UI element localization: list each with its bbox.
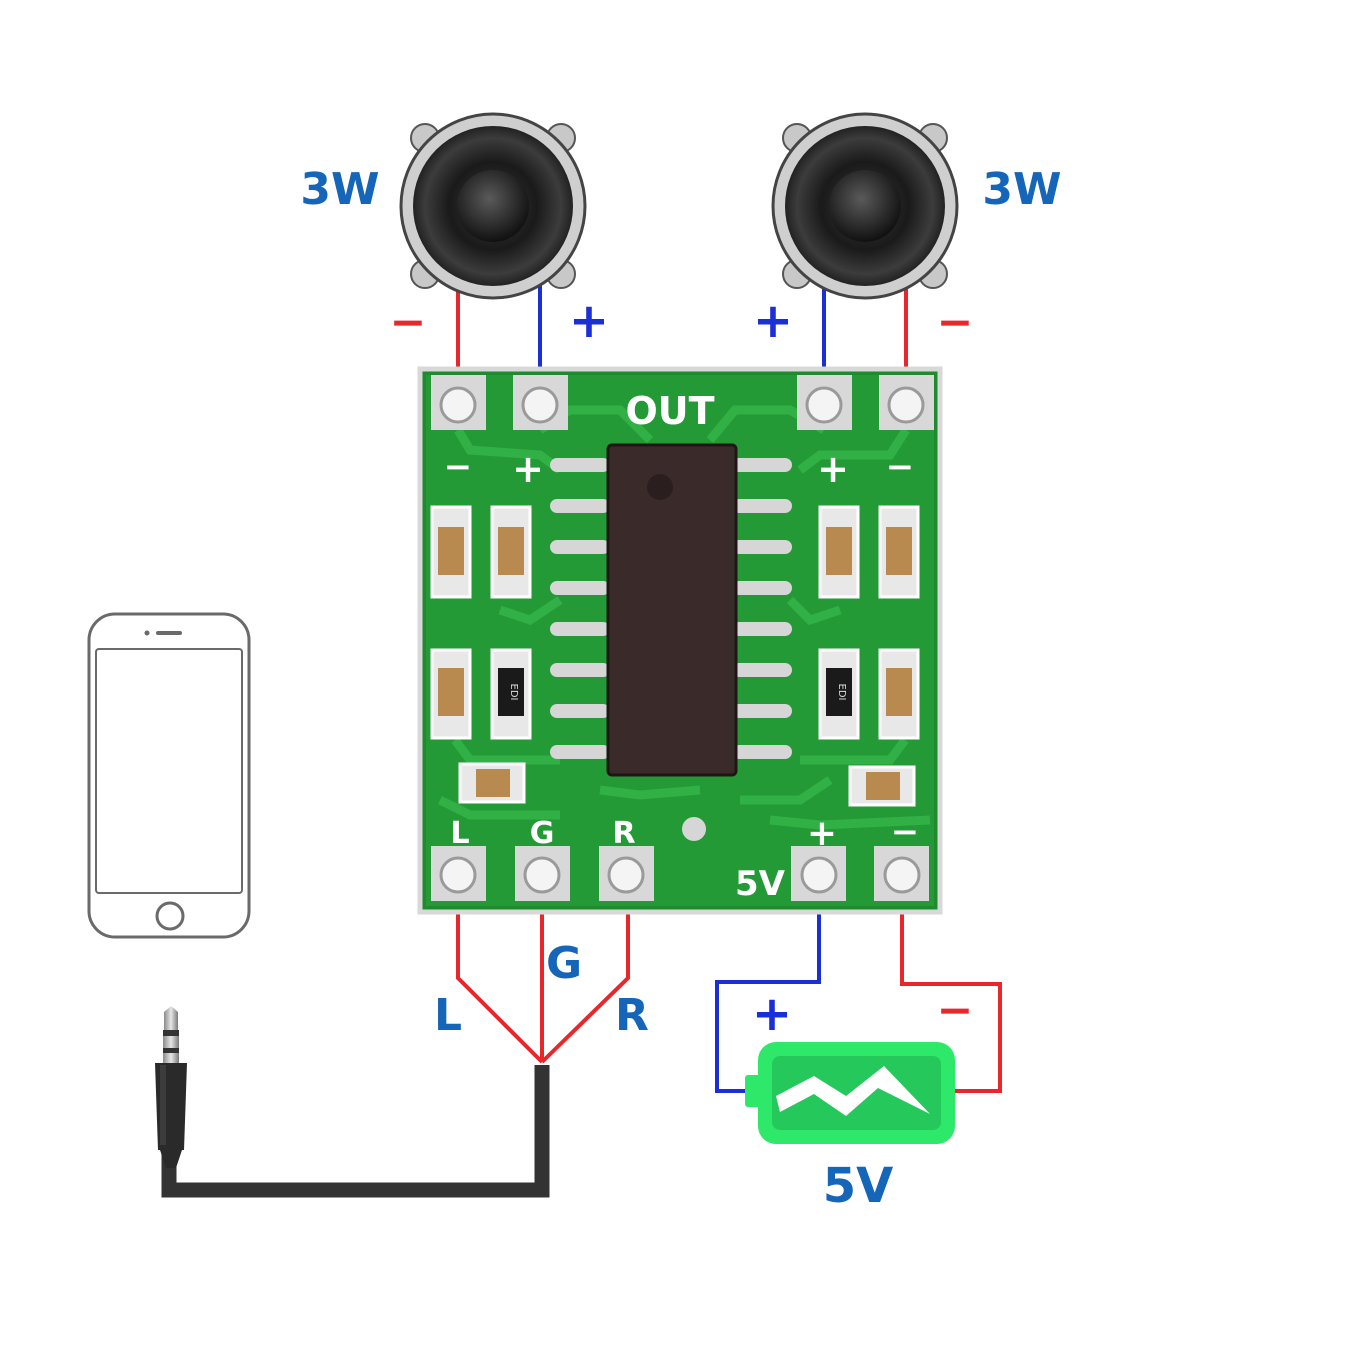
audio-label-g: G [546, 938, 582, 989]
pcb-mount-dot [682, 817, 706, 841]
ic-pin1-dot [647, 474, 673, 500]
pad-input-l [431, 846, 486, 901]
cap-left-1 [430, 505, 472, 599]
resistor-left-code: EDI [508, 684, 519, 701]
audio-label-r: R [615, 990, 649, 1041]
right-speaker [771, 112, 959, 300]
resistor-right: EDI [818, 648, 860, 740]
pad-power-plus [791, 846, 846, 901]
right-speaker-plus-label: + [753, 293, 793, 349]
smartphone [87, 612, 251, 939]
ic-pins [550, 458, 792, 759]
cap-right-2 [878, 505, 920, 599]
battery-voltage-label: 5V [823, 1158, 894, 1214]
battery-icon [745, 1042, 955, 1144]
cap-right-3 [878, 648, 920, 740]
pcb-left-plus: + [512, 447, 544, 491]
pcb-right-minus: − [886, 447, 915, 487]
pcb-left-minus: − [444, 447, 473, 487]
pad-input-g [515, 846, 570, 901]
input-pads [431, 846, 929, 901]
audio-label-l: L [434, 990, 462, 1041]
pcb-input-g: G [530, 816, 555, 851]
pad-right-minus [879, 375, 934, 430]
left-speaker-power-label: 3W [300, 164, 379, 215]
pad-power-minus [874, 846, 929, 901]
amplifier-ic [606, 443, 738, 777]
cap-bottom-right [848, 765, 916, 807]
right-speaker-minus-label: − [937, 297, 974, 348]
pcb-out-label: OUT [625, 389, 714, 433]
amplifier-board: OUT − + + − [417, 366, 943, 915]
pcb-power-label: 5V [735, 864, 786, 904]
smartphone-icon [87, 612, 251, 939]
pcb-right-plus: + [817, 447, 849, 491]
pcb-input-l: L [450, 816, 469, 851]
audio-jack-icon [155, 1006, 187, 1168]
power-negative-wire [900, 875, 1002, 1093]
left-speaker-minus-label: − [390, 297, 427, 348]
battery-plus-label: + [752, 986, 792, 1042]
output-pads [431, 375, 934, 430]
right-speaker-power-label: 3W [982, 164, 1061, 215]
resistor-right-code: EDI [836, 684, 847, 701]
pad-left-plus [513, 375, 568, 430]
left-speaker [399, 112, 587, 300]
left-speaker-icon [399, 112, 587, 300]
cap-left-3 [430, 648, 472, 740]
smd-components: EDI EDI [430, 505, 920, 807]
audio-jack [155, 1006, 187, 1168]
audio-cable [161, 1065, 550, 1198]
cap-bottom-left [458, 762, 526, 804]
battery [745, 1042, 955, 1144]
power-positive-wire [715, 875, 821, 1093]
pcb-traces [437, 405, 931, 830]
pad-input-r [599, 846, 654, 901]
resistor-left: EDI [490, 648, 532, 740]
left-speaker-plus-label: + [569, 293, 609, 349]
pcb-input-r: R [612, 816, 635, 851]
pcb-power-minus: − [891, 812, 920, 852]
cap-right-1 [818, 505, 860, 599]
pad-right-plus [797, 375, 852, 430]
pad-left-minus [431, 375, 486, 430]
battery-minus-label: − [937, 985, 974, 1036]
cap-left-2 [490, 505, 532, 599]
right-speaker-icon [771, 112, 959, 300]
